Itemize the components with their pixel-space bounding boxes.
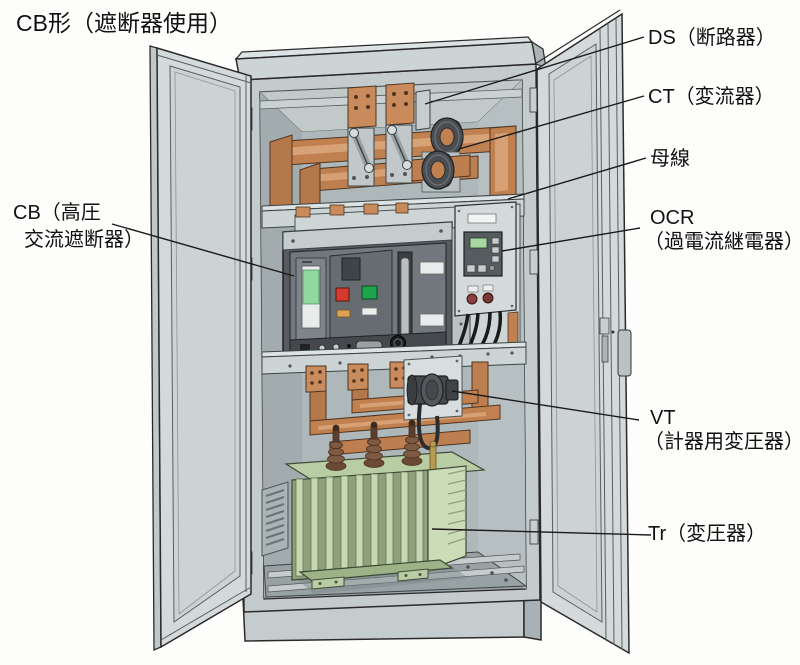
cb-label-line2: 交流遮断器） bbox=[24, 228, 144, 251]
ds-switches bbox=[347, 82, 431, 187]
cb-label-line1: CB（高圧 bbox=[13, 201, 101, 224]
ds-mounting-bracket bbox=[415, 89, 431, 131]
door-handle bbox=[599, 317, 632, 377]
test-button bbox=[482, 292, 494, 304]
leader-lines bbox=[111, 36, 652, 536]
ocr-leader-line bbox=[501, 227, 641, 252]
tr-label: Tr（変圧器） bbox=[648, 522, 766, 545]
nameplate bbox=[467, 213, 497, 224]
ct-ring-2 bbox=[421, 150, 455, 190]
ocr-label-abbr: OCR bbox=[650, 207, 694, 229]
right-door-panel bbox=[548, 43, 603, 623]
ct-transformers bbox=[411, 117, 471, 193]
left-door-panel bbox=[169, 65, 241, 623]
transformer-skid bbox=[298, 559, 454, 582]
ventilation-louver bbox=[261, 481, 289, 557]
ct-leader-line bbox=[458, 95, 645, 150]
diagram-title: CB形（遮断器使用） bbox=[16, 10, 232, 36]
ds-switch-2 bbox=[385, 82, 415, 184]
transformer bbox=[284, 419, 486, 594]
vt-label-abbr: VT bbox=[650, 407, 676, 429]
off-button bbox=[335, 287, 350, 302]
charge-indicator bbox=[336, 309, 351, 318]
vt-label-full: （計器用変圧器） bbox=[644, 430, 800, 453]
charging-handle bbox=[400, 257, 410, 337]
counter-window bbox=[341, 257, 361, 281]
ocr-relay-panel bbox=[454, 201, 519, 355]
transformer-bushings bbox=[325, 419, 437, 471]
busbar-leader-line bbox=[507, 157, 647, 200]
circuit-breaker bbox=[282, 221, 471, 361]
vt-leader-line bbox=[451, 390, 640, 421]
ocr-relay-unit bbox=[463, 231, 503, 277]
vt-wire-loop bbox=[416, 403, 440, 451]
lcd-display bbox=[469, 237, 488, 249]
ct-ring-1 bbox=[430, 117, 464, 157]
reset-button bbox=[466, 293, 478, 305]
ct-label: CT（変流器） bbox=[648, 85, 775, 108]
ds-switch-1 bbox=[347, 85, 377, 187]
tr-leader-line bbox=[431, 528, 652, 536]
right-door bbox=[534, 9, 632, 655]
ds-leader-line bbox=[424, 36, 645, 105]
busbar-label: 母線 bbox=[650, 147, 690, 170]
vt-transformer bbox=[403, 355, 463, 451]
ds-label: DS（断路器） bbox=[648, 26, 776, 49]
ocr-label-full: （過電流継電器） bbox=[644, 230, 800, 253]
on-button bbox=[361, 285, 378, 300]
cb-leader-line bbox=[111, 223, 295, 277]
left-door bbox=[149, 45, 252, 651]
shelf-lower bbox=[261, 341, 527, 375]
cooling-fins bbox=[295, 470, 424, 577]
labels: CB形（遮断器使用） DS（断路器） CT（変流器） 母線 OCR （過電流継電… bbox=[13, 10, 800, 545]
